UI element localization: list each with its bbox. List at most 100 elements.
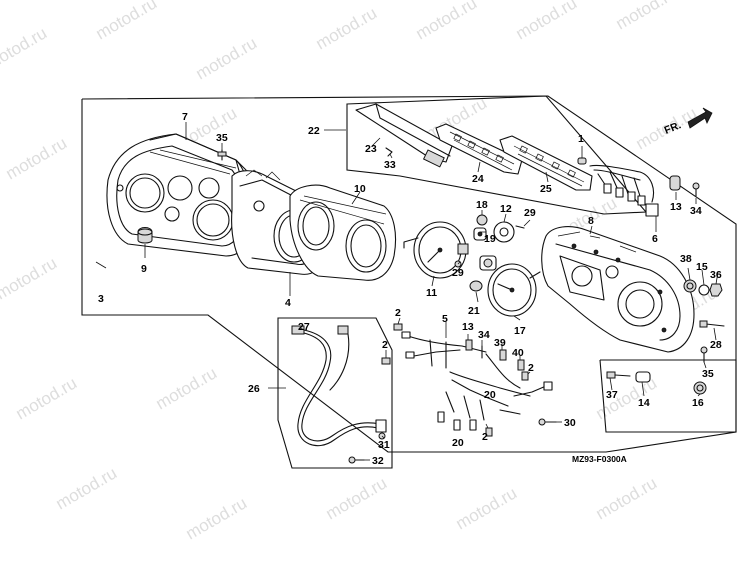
meter-housing: [541, 226, 695, 353]
callout-32: 32: [372, 455, 384, 467]
front-direction-label: FR.: [663, 119, 683, 136]
meter-case: [106, 133, 253, 257]
watermark-text: motod.ru: [613, 0, 681, 33]
grommet-part: [683, 279, 697, 293]
callout-39: 39: [494, 337, 506, 349]
callout-40: 40: [512, 347, 524, 359]
indicator-bar-25: [499, 135, 593, 191]
watermark-text: motod.ru: [513, 0, 581, 43]
callout-5: 5: [442, 313, 448, 325]
callout-30: 30: [564, 417, 576, 429]
callout-37: 37: [606, 389, 618, 401]
indicator-part: [473, 227, 487, 241]
callout-14: 14: [638, 397, 650, 409]
nut-part: [709, 283, 723, 297]
callout-16: 16: [692, 397, 704, 409]
callout-31: 31: [378, 439, 390, 451]
socket-part: [521, 371, 529, 381]
collar-part: [635, 371, 651, 383]
callout-34: 34: [478, 329, 490, 341]
callout-20: 20: [484, 389, 496, 401]
screw-part: [217, 149, 227, 161]
socket-part: [485, 427, 493, 437]
front-arrow-icon: [687, 107, 713, 129]
watermark-text: motod.ru: [183, 493, 251, 543]
watermark-text: motod.ru: [323, 473, 391, 523]
gauge-part: [493, 221, 515, 243]
callout-22: 22: [308, 125, 320, 137]
callout-12: 12: [500, 203, 512, 215]
bulb-part: [465, 339, 473, 351]
screw-part: [538, 418, 557, 426]
callout-6: 6: [652, 233, 658, 245]
callout-27: 27: [298, 321, 310, 333]
socket-part: [517, 359, 525, 371]
bolt-group-frame: [599, 359, 737, 433]
callout-10: 10: [354, 183, 366, 195]
callout-34: 34: [690, 205, 702, 217]
lightbar-group-frame: [346, 95, 648, 215]
callout-13: 13: [462, 321, 474, 333]
callout-35: 35: [702, 368, 714, 380]
callout-1: 1: [578, 133, 584, 145]
indicator-bar-23: [355, 103, 453, 168]
callout-20: 20: [452, 437, 464, 449]
callout-19: 19: [484, 233, 496, 245]
sensor-part: [469, 255, 497, 292]
bolt-part: [606, 371, 631, 379]
callout-2: 2: [395, 307, 401, 319]
callout-13: 13: [670, 201, 682, 213]
callout-8: 8: [588, 215, 594, 227]
watermark-text: motod.ru: [53, 463, 121, 513]
wire-harness: [401, 331, 553, 431]
watermark-text: motod.ru: [3, 133, 71, 183]
callout-36: 36: [710, 269, 722, 281]
callout-35: 35: [216, 132, 228, 144]
callout-11: 11: [426, 287, 437, 299]
callout-2: 2: [482, 431, 488, 443]
grommet-part: [137, 227, 153, 244]
callout-9: 9: [141, 263, 147, 275]
socket-part: [393, 323, 403, 331]
callout-29: 29: [524, 207, 536, 219]
watermark-text: motod.ru: [0, 23, 50, 73]
callout-17: 17: [514, 325, 526, 337]
callout-labels: 1 2 2 2 2 3 4 5 6 7 8 9 10 11 12 13 13 1…: [98, 111, 722, 467]
socket-part: [499, 349, 507, 361]
callout-2: 2: [528, 362, 534, 374]
screw-part: [692, 182, 700, 197]
screw-part: [348, 456, 365, 464]
leader-lines: [95, 122, 719, 461]
screw-part: [699, 320, 725, 328]
callout-15: 15: [696, 261, 708, 273]
callout-7: 7: [182, 111, 188, 123]
watermark-text: motod.ru: [153, 363, 221, 413]
speedometer-cable: [291, 325, 387, 447]
watermark-text: motod.ru: [13, 373, 81, 423]
callout-4: 4: [285, 297, 291, 309]
callout-21: 21: [468, 305, 480, 317]
lens-frame: [289, 184, 397, 281]
indicator-bar-24: [435, 123, 523, 175]
watermark-text: motod.ru: [93, 0, 161, 43]
callout-3: 3: [98, 293, 104, 305]
watermark-text: motod.ru: [593, 473, 661, 523]
cable-group-frame: [277, 317, 393, 469]
washer-part: [698, 284, 710, 296]
clip-part: [385, 147, 393, 157]
watermark-text: motod.ru: [453, 483, 521, 533]
callout-23: 23: [365, 143, 377, 155]
bulb-part: [669, 175, 681, 191]
screw-part: [700, 346, 708, 363]
watermark-text: motod.ru: [313, 3, 381, 53]
watermark-text: motod.ru: [0, 253, 60, 303]
callout-2: 2: [382, 339, 388, 351]
watermark-text: motod.ru: [193, 33, 261, 83]
tachometer-gauge: [403, 221, 469, 279]
callout-29: 29: [452, 267, 464, 279]
bulb-part: [476, 214, 488, 226]
callout-38: 38: [680, 253, 692, 265]
callout-25: 25: [540, 183, 552, 195]
socket-harness: [577, 157, 659, 217]
callout-33: 33: [384, 159, 396, 171]
